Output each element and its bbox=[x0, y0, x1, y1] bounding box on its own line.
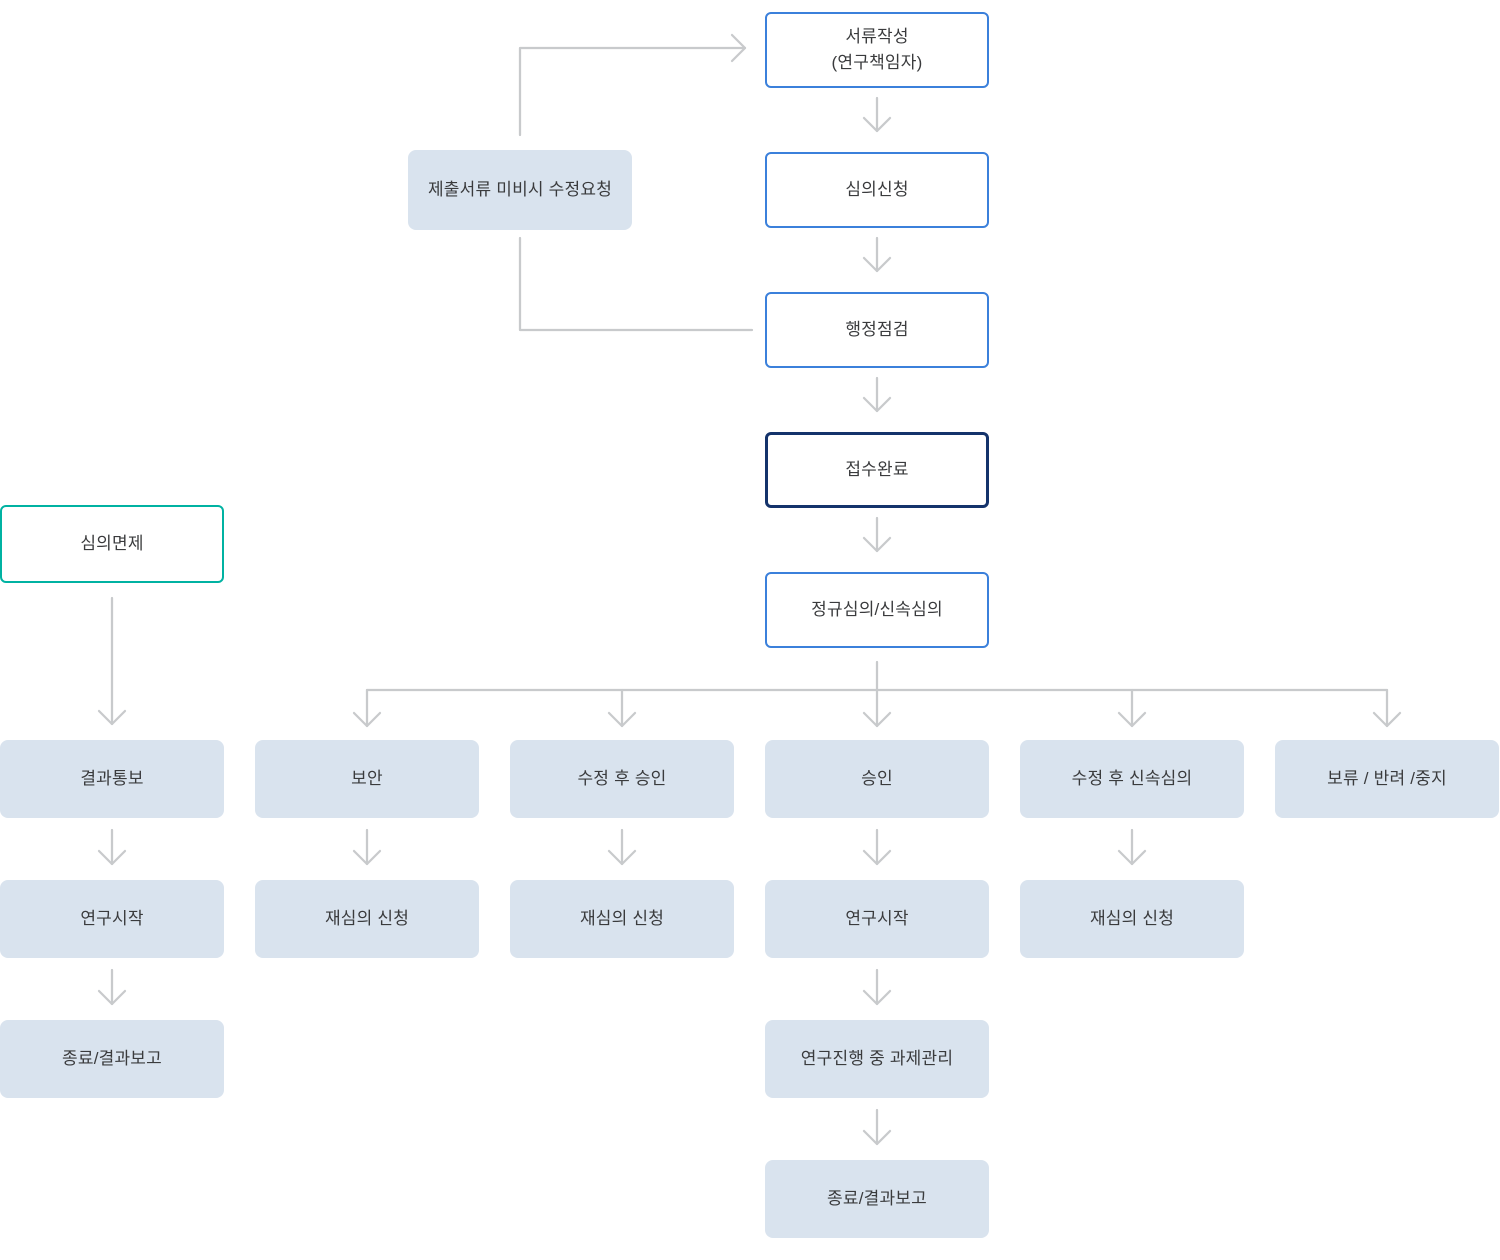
node-hold-reject-stop: 보류 / 반려 /중지 bbox=[1275, 740, 1499, 818]
arrow-receipt-to-regular bbox=[862, 516, 892, 553]
node-label: 수정 후 승인 bbox=[577, 769, 667, 788]
node-research-start-left: 연구시작 bbox=[0, 880, 224, 958]
arrow-admin-to-receipt bbox=[862, 376, 892, 413]
connector-admin-to-correction bbox=[518, 236, 754, 332]
node-rereview-request-3: 재심의 신청 bbox=[1020, 880, 1244, 958]
node-label: 승인 bbox=[861, 769, 893, 788]
node-result-notice: 결과통보 bbox=[0, 740, 224, 818]
connector-correction-to-doc bbox=[518, 33, 747, 137]
node-label: 연구시작 bbox=[845, 909, 909, 928]
node-label: 제출서류 미비시 수정요청 bbox=[427, 180, 613, 199]
node-label: 수정 후 신속심의 bbox=[1071, 769, 1193, 788]
node-review-apply: 심의신청 bbox=[765, 152, 989, 228]
arrow-doc-to-apply bbox=[862, 96, 892, 133]
node-supplement: 보안 bbox=[255, 740, 479, 818]
node-review-exemption: 심의면제 bbox=[0, 505, 224, 583]
node-task-management: 연구진행 중 과제관리 bbox=[765, 1020, 989, 1098]
node-correction-request: 제출서류 미비시 수정요청 bbox=[408, 150, 632, 230]
node-label: 재심의 신청 bbox=[579, 909, 665, 928]
node-label: (연구책임자) bbox=[831, 53, 923, 72]
node-end-report-left: 종료/결과보고 bbox=[0, 1020, 224, 1098]
node-label: 접수완료 bbox=[845, 460, 909, 479]
node-label: 결과통보 bbox=[80, 769, 144, 788]
node-regular-expedited-review: 정규심의/신속심의 bbox=[765, 572, 989, 648]
node-label: 재심의 신청 bbox=[1089, 909, 1175, 928]
node-label: 정규심의/신속심의 bbox=[811, 600, 943, 619]
branch-regular-review bbox=[352, 660, 1402, 728]
node-doc-creation: 서류작성 (연구책임자) bbox=[765, 12, 989, 88]
node-rereview-request-2: 재심의 신청 bbox=[510, 880, 734, 958]
node-label: 보류 / 반려 /중지 bbox=[1327, 769, 1447, 788]
node-rereview-request-1: 재심의 신청 bbox=[255, 880, 479, 958]
node-label: 행정점검 bbox=[845, 320, 909, 339]
node-end-report-center: 종료/결과보고 bbox=[765, 1160, 989, 1238]
node-label: 재심의 신청 bbox=[324, 909, 410, 928]
arrow-exprev-to-rereview bbox=[1117, 828, 1147, 866]
arrow-result-to-start bbox=[97, 828, 127, 866]
arrow-exemption-to-result bbox=[97, 596, 127, 726]
node-expedited-after-revision: 수정 후 신속심의 bbox=[1020, 740, 1244, 818]
arrow-supplement-to-rereview bbox=[352, 828, 382, 866]
arrow-task-to-end-center bbox=[862, 1108, 892, 1146]
node-label: 연구진행 중 과제관리 bbox=[800, 1049, 954, 1068]
node-approval: 승인 bbox=[765, 740, 989, 818]
arrow-apply-to-admin bbox=[862, 236, 892, 273]
arrow-start-to-end-left bbox=[97, 968, 127, 1006]
arrow-start-to-task bbox=[862, 968, 892, 1006]
node-receipt-complete: 접수완료 bbox=[765, 432, 989, 508]
node-admin-check: 행정점검 bbox=[765, 292, 989, 368]
node-label: 심의신청 bbox=[845, 180, 909, 199]
node-research-start-center: 연구시작 bbox=[765, 880, 989, 958]
node-label: 서류작성 bbox=[845, 27, 909, 46]
arrow-apprrev-to-rereview bbox=[607, 828, 637, 866]
node-label: 심의면제 bbox=[80, 534, 144, 553]
node-approval-after-revision: 수정 후 승인 bbox=[510, 740, 734, 818]
arrow-approval-to-start bbox=[862, 828, 892, 866]
node-label: 종료/결과보고 bbox=[62, 1049, 162, 1068]
node-label: 연구시작 bbox=[80, 909, 144, 928]
node-label: 종료/결과보고 bbox=[827, 1189, 927, 1208]
node-label: 보안 bbox=[351, 769, 383, 788]
